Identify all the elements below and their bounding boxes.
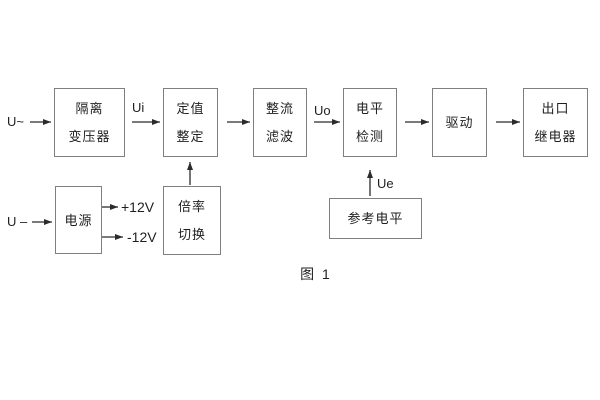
block-label: 整流 xyxy=(265,101,294,116)
block-label: 变压器 xyxy=(68,129,111,144)
signal-label-uo: Uo xyxy=(314,103,331,118)
block-label: 滤波 xyxy=(265,129,294,144)
block-level-detect: 电平 检测 xyxy=(343,88,397,157)
signal-label-ue: Ue xyxy=(377,176,394,191)
block-drive: 驱动 xyxy=(432,88,487,157)
block-label: 定值 xyxy=(176,101,205,116)
block-power-supply: 电源 xyxy=(55,186,102,254)
block-label: 电平 xyxy=(355,101,384,116)
block-isolation-transformer: 隔离 变压器 xyxy=(54,88,125,157)
block-setpoint-adjust: 定值 整定 xyxy=(163,88,218,157)
block-label: 检测 xyxy=(355,129,384,144)
rail-label-pos12v: +12V xyxy=(121,199,155,215)
block-reference-level: 参考电平 xyxy=(329,198,422,239)
block-label: 隔离 xyxy=(75,101,104,116)
block-label: 电源 xyxy=(64,212,93,228)
signal-label-ui: Ui xyxy=(132,100,145,115)
block-rectifier-filter: 整流 滤波 xyxy=(253,88,307,157)
block-label: 出口 xyxy=(541,101,570,116)
signal-label-u-dc: U – xyxy=(7,214,28,229)
block-label: 整定 xyxy=(176,129,205,144)
signal-label-u-ac: U~ xyxy=(7,114,24,129)
block-label: 继电器 xyxy=(534,129,577,144)
block-label: 倍率 xyxy=(177,199,206,214)
block-label: 驱动 xyxy=(445,115,474,130)
block-ratio-switch: 倍率 切换 xyxy=(163,186,221,255)
rail-label-neg12v: -12V xyxy=(127,229,157,245)
block-output-relay: 出口 继电器 xyxy=(523,88,588,157)
block-label: 切换 xyxy=(177,227,206,242)
block-label: 参考电平 xyxy=(347,211,404,226)
figure-caption: 图 1 xyxy=(300,266,332,282)
